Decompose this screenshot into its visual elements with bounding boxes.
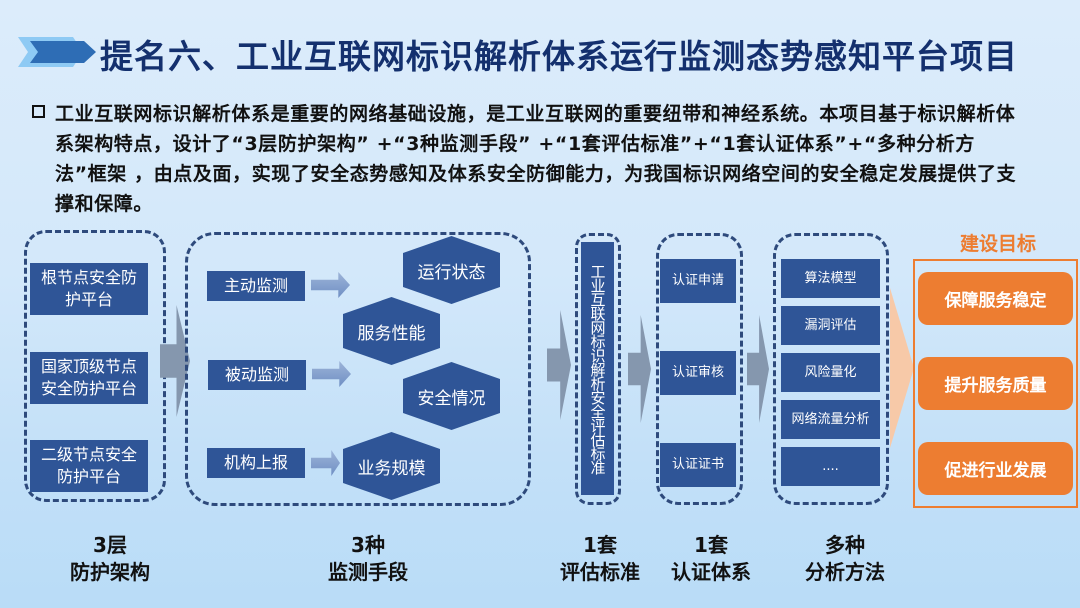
label-count: 3种 xyxy=(351,533,385,557)
method-box: 主动监测 xyxy=(207,271,305,301)
target-hexagon: 业务规模 xyxy=(343,432,440,500)
analysis-box: .... xyxy=(781,447,880,486)
flow-arrow-icon xyxy=(628,315,651,423)
method-box: 被动监测 xyxy=(208,360,306,390)
certification-group xyxy=(656,233,743,505)
certification-box: 认证申请 xyxy=(660,259,736,303)
goal-item: 促进行业发展 xyxy=(918,442,1073,495)
analysis-box: 网络流量分析 xyxy=(781,400,880,439)
method-box: 机构上报 xyxy=(207,448,305,478)
target-hexagon: 服务性能 xyxy=(343,297,440,365)
goal-item: 保障服务稳定 xyxy=(918,272,1073,325)
flow-arrow-icon xyxy=(547,310,571,420)
intro-line: 工业互联网标识解析体系是重要的网络基础设施，是工业互联网的重要纽带和神经系统。本… xyxy=(55,103,1016,125)
bottom-label: 多种分析方法 xyxy=(775,532,915,586)
intro-line: 法”框架 ，由点及面，实现了安全态势感知及体系安全防御能力，为我国标识网络空间的… xyxy=(55,163,1017,185)
evaluation-standard-box: 工业互联网标识解析安全评估标准 xyxy=(581,242,614,495)
label-text: 防护架构 xyxy=(70,560,150,584)
goal-arrow-icon xyxy=(890,288,914,448)
analysis-box: 算法模型 xyxy=(781,259,880,298)
protection-box: 根节点安全防护平台 xyxy=(30,263,148,315)
protection-box: 二级节点安全防护平台 xyxy=(30,440,148,492)
label-text: 监测手段 xyxy=(328,560,408,584)
certification-box: 认证证书 xyxy=(660,443,736,487)
page-title: 提名六、工业互联网标识解析体系运行监测态势感知平台项目 xyxy=(100,37,1018,76)
bottom-label: 1套评估标准 xyxy=(530,532,670,586)
analysis-group xyxy=(773,233,889,505)
label-text: 认证体系 xyxy=(671,560,751,584)
flow-arrow-icon xyxy=(747,315,769,423)
analysis-box: 漏洞评估 xyxy=(781,306,880,345)
protection-box: 国家顶级节点安全防护平台 xyxy=(30,352,148,404)
evaluation-group xyxy=(575,233,621,505)
intro-line: 系架构特点，设计了“3层防护架构” +“3种监测手段” +“1套评估标准”+“1… xyxy=(55,133,975,155)
title-arrow-icon xyxy=(18,37,96,67)
label-count: 1套 xyxy=(583,533,617,557)
monitoring-group xyxy=(185,232,531,506)
bottom-label: 1套认证体系 xyxy=(641,532,781,586)
bullet-square-icon xyxy=(32,105,45,118)
bottom-label: 3层防护架构 xyxy=(40,532,180,586)
label-text: 评估标准 xyxy=(560,560,640,584)
goals-frame xyxy=(913,259,1078,508)
analysis-box: 风险量化 xyxy=(781,353,880,392)
label-count: 多种 xyxy=(825,533,865,557)
label-count: 3层 xyxy=(93,533,127,557)
label-count: 1套 xyxy=(694,533,728,557)
intro-line: 撑和保障。 xyxy=(55,193,154,215)
goal-item: 提升服务质量 xyxy=(918,357,1073,410)
label-text: 分析方法 xyxy=(805,560,885,584)
certification-box: 认证审核 xyxy=(660,351,736,395)
bottom-label: 3种监测手段 xyxy=(298,532,438,586)
target-hexagon: 安全情况 xyxy=(403,362,500,430)
goals-title: 建设目标 xyxy=(960,233,1037,255)
